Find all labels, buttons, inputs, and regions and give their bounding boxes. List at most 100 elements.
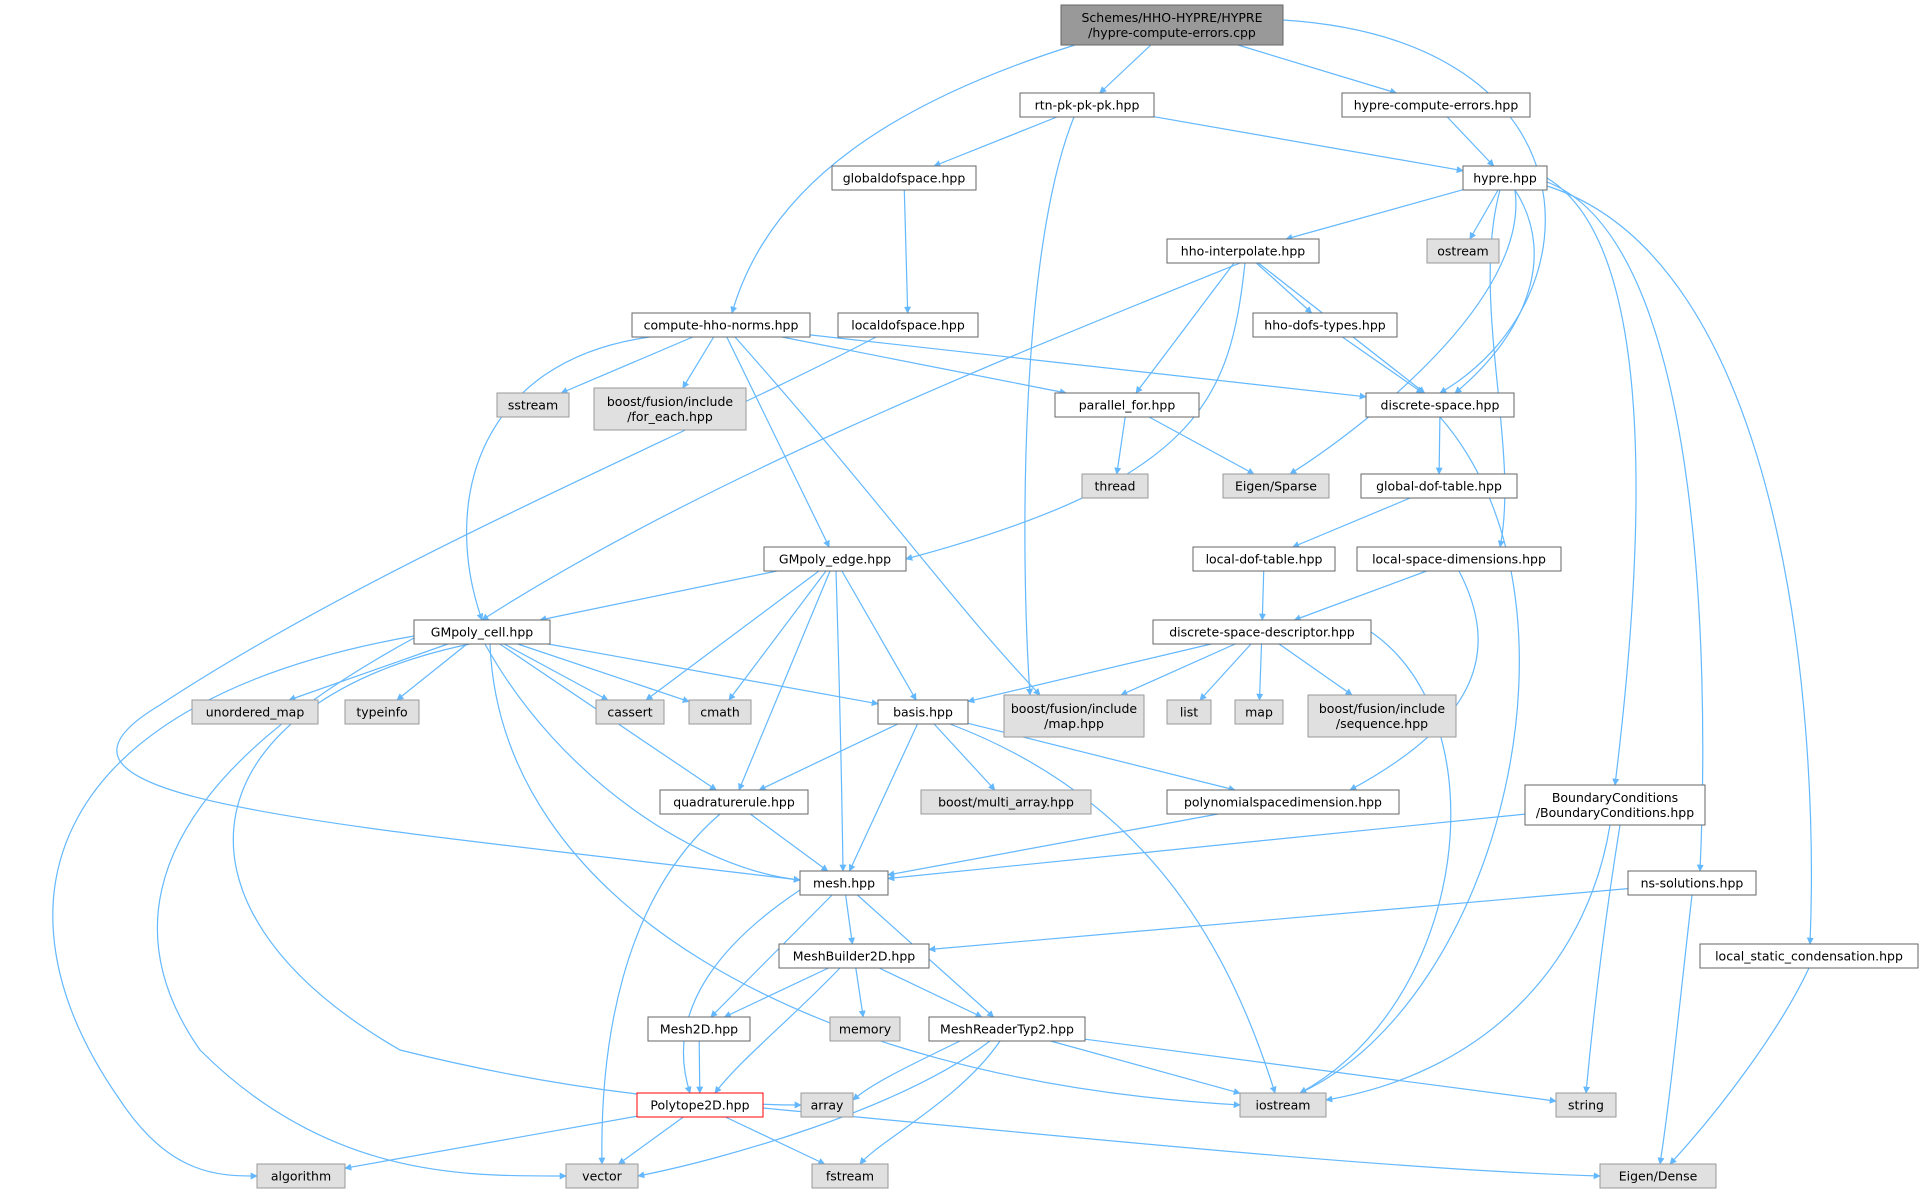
node-nss[interactable]: ns-solutions.hpp	[1627, 870, 1757, 896]
node-iostream[interactable]: iostream	[1239, 1092, 1327, 1118]
node-sstream[interactable]: sstream	[496, 392, 570, 418]
edge-gme-to-cassert	[645, 570, 820, 701]
node-mesh2d[interactable]: Mesh2D.hpp	[647, 1016, 751, 1042]
node-list[interactable]: list	[1166, 699, 1212, 725]
node-label-bfe-1: /for_each.hpp	[627, 409, 713, 424]
node-box-mrt	[928, 1016, 1086, 1042]
node-box-typeinfo	[344, 699, 420, 725]
node-ostream[interactable]: ostream	[1426, 238, 1500, 264]
node-label-bseq-0: boost/fusion/include	[1319, 701, 1446, 716]
edge-hdt-to-ds	[1341, 336, 1424, 394]
node-box-hce	[1341, 92, 1531, 118]
node-label-root-0: Schemes/HHO-HYPRE/HYPRE	[1081, 10, 1262, 25]
node-array[interactable]: array	[800, 1092, 854, 1118]
node-box-array	[800, 1092, 854, 1118]
node-gmc[interactable]: GMpoly_cell.hpp	[413, 619, 551, 645]
node-label-map: map	[1245, 705, 1273, 720]
edge-chn-to-gmc	[466, 336, 651, 621]
node-vector[interactable]: vector	[565, 1163, 639, 1189]
node-eigs[interactable]: Eigen/Sparse	[1222, 473, 1330, 499]
node-label-hypre: hypre.hpp	[1473, 171, 1537, 186]
edge-gme-to-gmc	[539, 570, 778, 623]
edge-mrt-to-array	[852, 1040, 961, 1101]
node-ldt[interactable]: local-dof-table.hpp	[1192, 546, 1336, 572]
node-cassert[interactable]: cassert	[595, 699, 665, 725]
node-label-gme: GMpoly_edge.hpp	[779, 552, 891, 567]
node-umap[interactable]: unordered_map	[191, 699, 319, 725]
node-fstream[interactable]: fstream	[811, 1163, 889, 1189]
node-box-ldt	[1192, 546, 1336, 572]
node-bfe[interactable]: boost/fusion/include/for_each.hpp	[593, 387, 747, 431]
node-bma[interactable]: boost/multi_array.hpp	[920, 789, 1092, 815]
node-cmath[interactable]: cmath	[688, 699, 752, 725]
edge-gmc-to-umap	[288, 643, 449, 702]
node-box-cassert	[595, 699, 665, 725]
node-qr[interactable]: quadraturerule.hpp	[659, 789, 809, 815]
node-chn[interactable]: compute-hho-norms.hpp	[631, 312, 811, 338]
node-algorithm[interactable]: algorithm	[256, 1163, 346, 1189]
node-box-thread	[1081, 473, 1149, 499]
node-label-ds: discrete-space.hpp	[1381, 398, 1500, 413]
edge-nss-to-eigd	[1657, 894, 1693, 1165]
edge-dsd-to-bseq	[1278, 643, 1353, 696]
node-gme[interactable]: GMpoly_edge.hpp	[763, 546, 907, 572]
edge-chn-to-pf	[781, 336, 1067, 396]
node-map[interactable]: map	[1234, 699, 1284, 725]
edge-lsc-to-eigd	[1669, 967, 1810, 1165]
edge-hhoi-to-gme	[905, 262, 1246, 561]
edge-root-to-hce	[1237, 44, 1398, 95]
node-bmap[interactable]: boost/fusion/include/map.hpp	[1003, 694, 1145, 738]
edge-bc-to-string	[1583, 824, 1621, 1094]
node-label-iostream: iostream	[1256, 1098, 1311, 1113]
node-gdt[interactable]: global-dof-table.hpp	[1360, 473, 1518, 499]
node-ds[interactable]: discrete-space.hpp	[1365, 392, 1515, 418]
node-gds[interactable]: globaldofspace.hpp	[831, 165, 977, 191]
node-eigd[interactable]: Eigen/Dense	[1599, 1163, 1717, 1189]
node-label-qr: quadraturerule.hpp	[673, 795, 795, 810]
edge-lsd-to-dsd	[1293, 570, 1427, 622]
node-label-thread: thread	[1095, 479, 1136, 494]
edge-hhoi-to-pf	[1135, 262, 1235, 394]
node-memory[interactable]: memory	[829, 1016, 901, 1042]
edge-chn-to-ds	[809, 334, 1367, 400]
node-label-sstream: sstream	[508, 398, 558, 413]
node-box-bfe	[593, 387, 747, 431]
node-label-hdt: hho-dofs-types.hpp	[1264, 318, 1386, 333]
node-string[interactable]: string	[1555, 1092, 1617, 1118]
node-lds[interactable]: localdofspace.hpp	[837, 312, 979, 338]
node-label-root-1: /hypre-compute-errors.cpp	[1088, 25, 1256, 40]
node-mesh[interactable]: mesh.hpp	[799, 870, 889, 896]
edge-poly-to-eigd	[762, 1107, 1601, 1180]
node-box-mesh	[799, 870, 889, 896]
node-psd[interactable]: polynomialspacedimension.hpp	[1166, 789, 1400, 815]
edge-mesh-to-mesh2d	[710, 894, 833, 1018]
node-rtn[interactable]: rtn-pk-pk-pk.hpp	[1019, 92, 1155, 118]
edge-hce-to-hypre	[1446, 116, 1495, 167]
node-mrt[interactable]: MeshReaderTyp2.hpp	[928, 1016, 1086, 1042]
node-hhoi[interactable]: hho-interpolate.hpp	[1166, 238, 1320, 264]
node-box-gds	[831, 165, 977, 191]
node-label-cmath: cmath	[700, 705, 740, 720]
node-hdt[interactable]: hho-dofs-types.hpp	[1252, 312, 1398, 338]
node-box-bc	[1524, 784, 1706, 826]
node-lsd[interactable]: local-space-dimensions.hpp	[1356, 546, 1562, 572]
node-lsc[interactable]: local_static_condensation.hpp	[1699, 943, 1919, 969]
node-box-ds	[1365, 392, 1515, 418]
node-mb2d[interactable]: MeshBuilder2D.hpp	[778, 943, 930, 969]
node-pf[interactable]: parallel_for.hpp	[1054, 392, 1200, 418]
node-bc[interactable]: BoundaryConditions/BoundaryConditions.hp…	[1524, 784, 1706, 826]
node-label-bfe-0: boost/fusion/include	[607, 394, 734, 409]
node-hypre[interactable]: hypre.hpp	[1462, 165, 1548, 191]
node-label-ostream: ostream	[1437, 244, 1488, 259]
node-basis[interactable]: basis.hpp	[877, 699, 969, 725]
node-hce[interactable]: hypre-compute-errors.hpp	[1341, 92, 1531, 118]
node-box-psd	[1166, 789, 1400, 815]
node-dsd[interactable]: discrete-space-descriptor.hpp	[1152, 619, 1372, 645]
node-box-pf	[1054, 392, 1200, 418]
node-box-iostream	[1239, 1092, 1327, 1118]
node-thread[interactable]: thread	[1081, 473, 1149, 499]
node-poly[interactable]: Polytope2D.hpp	[636, 1092, 764, 1118]
node-typeinfo[interactable]: typeinfo	[344, 699, 420, 725]
node-bseq[interactable]: boost/fusion/include/sequence.hpp	[1307, 694, 1457, 738]
edge-mb2d-to-mrt	[878, 967, 983, 1018]
